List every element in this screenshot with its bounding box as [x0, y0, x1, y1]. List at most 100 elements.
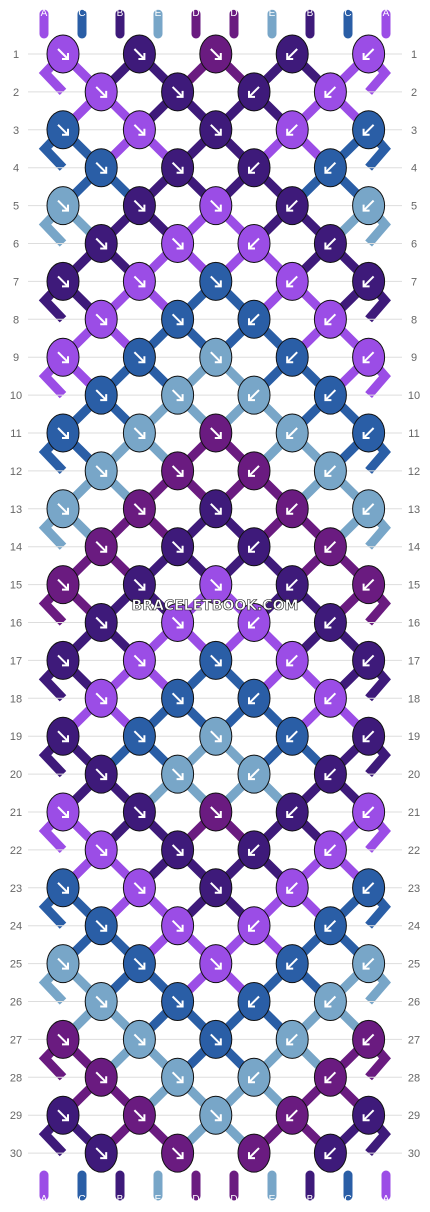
arrow-down-right-icon [171, 768, 184, 781]
arrow-down-right-icon [57, 351, 69, 364]
string-label-top: A [41, 8, 48, 19]
arrow-down-right-icon [210, 730, 222, 743]
knot [352, 110, 386, 150]
string-label-bottom: A [383, 1194, 390, 1205]
knot [352, 186, 386, 226]
arrow-down-right-icon [133, 199, 146, 212]
arrow-down-right-icon [210, 351, 222, 364]
arrow-down-left-icon [362, 503, 375, 515]
arrow-down-left-icon [324, 919, 337, 932]
knot [161, 678, 195, 718]
knot [122, 868, 156, 908]
arrow-down-left-icon [248, 692, 260, 705]
arrow-down-left-icon [324, 616, 337, 629]
knot [237, 72, 271, 112]
arrow-down-left-icon [324, 86, 337, 98]
knot [46, 261, 80, 301]
knot [199, 640, 233, 680]
knot [84, 72, 118, 112]
knot [46, 337, 80, 377]
arrow-down-right-icon [210, 882, 222, 894]
arrow-down-left-icon [362, 578, 375, 591]
arrow-down-left-icon [286, 1109, 298, 1122]
knot [84, 906, 118, 946]
arrow-down-right-icon [133, 806, 146, 818]
arrow-down-right-icon [133, 48, 146, 60]
row-label-right: 8 [411, 314, 417, 326]
arrow-down-left-icon [362, 1109, 375, 1122]
arrow-down-left-icon [324, 1147, 337, 1160]
knot [46, 792, 80, 832]
knot [46, 716, 80, 756]
row-label-left: 2 [13, 87, 19, 99]
knot [237, 451, 271, 491]
knot [46, 413, 80, 453]
row-label-left: 1 [13, 49, 19, 61]
knot [352, 489, 386, 529]
knot [237, 603, 271, 642]
arrow-down-left-icon [286, 503, 298, 515]
row-label-right: 4 [411, 163, 417, 175]
knot [122, 640, 156, 680]
arrow-down-left-icon [248, 844, 260, 856]
knot [161, 148, 195, 188]
knot [237, 375, 271, 415]
knot [122, 792, 156, 832]
row-label-left: 18 [10, 693, 22, 705]
arrow-down-left-icon [248, 1071, 260, 1084]
knot [237, 527, 271, 567]
arrow-down-left-icon [286, 654, 298, 667]
knot [352, 868, 386, 908]
arrow-down-right-icon [57, 957, 69, 970]
row-label-right: 7 [411, 276, 417, 288]
arrow-down-left-icon [248, 465, 260, 477]
row-label-right: 27 [408, 1034, 420, 1046]
knot [352, 1019, 386, 1059]
arrow-down-left-icon [324, 161, 337, 174]
arrow-down-left-icon [286, 427, 298, 439]
arrow-down-right-icon [133, 275, 146, 288]
knot [313, 906, 347, 946]
knot [199, 792, 233, 832]
knot [122, 716, 156, 756]
arrow-down-left-icon [362, 1033, 375, 1046]
arrow-down-right-icon [95, 237, 108, 250]
string-label-top: D [230, 8, 237, 19]
arrow-down-left-icon [248, 161, 260, 174]
knot [161, 982, 195, 1021]
knot [84, 603, 118, 642]
string-label-bottom: A [41, 1194, 48, 1205]
knot [199, 261, 233, 301]
row-label-right: 2 [411, 87, 417, 99]
knot [275, 1095, 309, 1135]
row-label-right: 20 [408, 769, 420, 781]
row-label-left: 11 [10, 428, 21, 440]
knot [237, 1133, 271, 1173]
arrow-down-right-icon [133, 1109, 146, 1122]
string-label-bottom: E [155, 1194, 162, 1205]
knot [199, 110, 233, 150]
knot [275, 413, 309, 453]
knot [122, 261, 156, 301]
arrow-down-left-icon [362, 957, 375, 970]
knot [46, 565, 80, 605]
watermark: BRACELETBOOK.COM [132, 598, 299, 614]
knot [84, 1057, 118, 1097]
string-label-top: B [117, 8, 124, 19]
knot [352, 716, 386, 756]
string-label-bottom: C [344, 1194, 351, 1205]
arrow-down-right-icon [133, 654, 146, 667]
arrow-down-left-icon [248, 389, 260, 402]
knot [199, 716, 233, 756]
string-label-top: E [269, 8, 276, 19]
arrow-down-right-icon [133, 882, 146, 894]
arrow-down-right-icon [57, 578, 69, 591]
arrow-down-left-icon [362, 882, 375, 894]
arrow-down-right-icon [171, 86, 184, 98]
arrow-down-right-icon [133, 1033, 146, 1046]
knot [122, 413, 156, 453]
arrow-down-left-icon [324, 995, 337, 1008]
knot [84, 982, 118, 1021]
